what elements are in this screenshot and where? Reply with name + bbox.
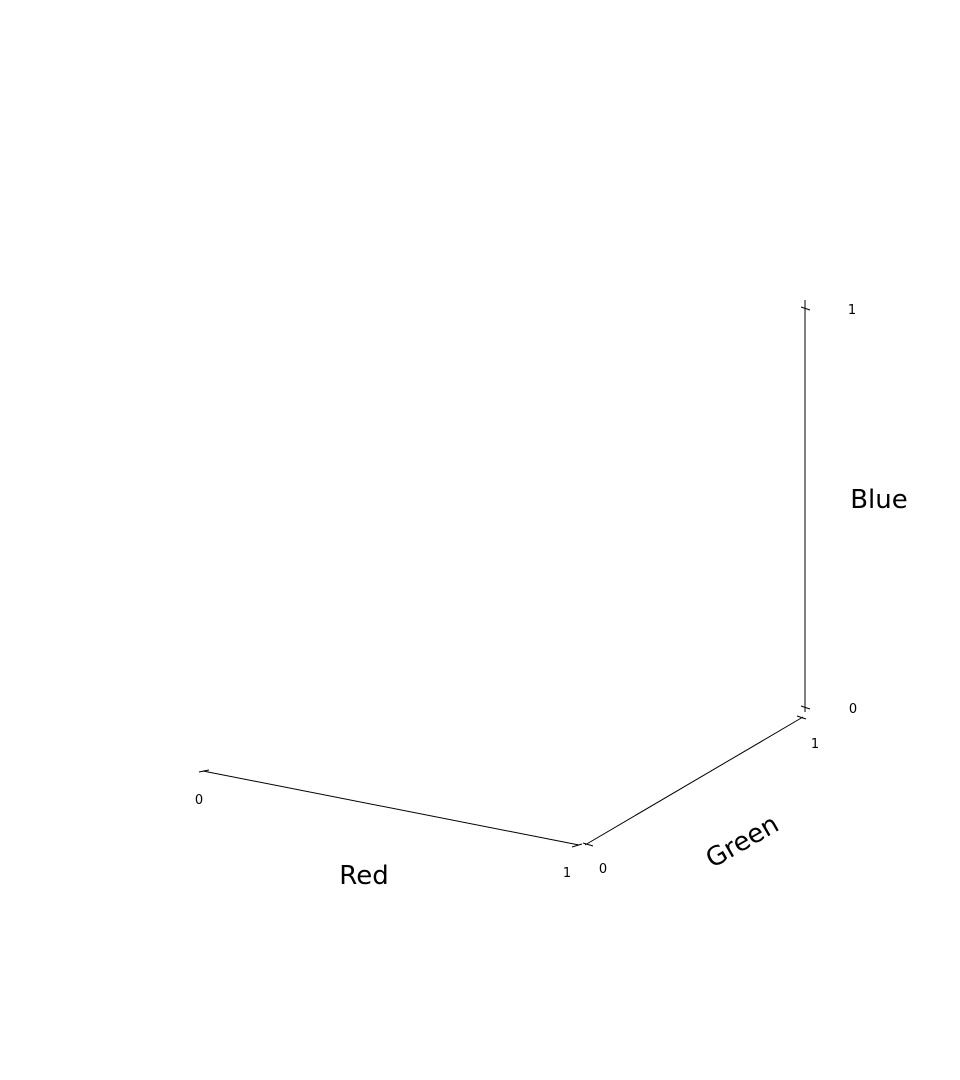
red-axis-line xyxy=(202,770,580,846)
blue-axis-tick-0 xyxy=(800,705,811,710)
green-axis-tick-label-0: 0 xyxy=(599,862,607,877)
blue-axis-tick-label-1: 1 xyxy=(848,303,856,318)
red-axis-tick-label-1: 1 xyxy=(563,866,571,881)
red-axis-tick-label-0: 0 xyxy=(195,793,203,808)
red-axis-tick-0 xyxy=(198,769,210,773)
red-axis-tick-1 xyxy=(571,843,583,848)
green-axis-title: Green xyxy=(701,809,784,874)
green-axis-tick-0 xyxy=(582,842,594,847)
green-axis-tick-label-1: 1 xyxy=(811,737,819,752)
green-axis: 0 1 Green xyxy=(582,715,819,877)
blue-axis-title: Blue xyxy=(850,485,908,515)
blue-axis: 1 0 Blue xyxy=(800,300,908,717)
blue-axis-tick-1 xyxy=(800,306,811,311)
red-axis: 0 1 Red xyxy=(195,769,583,891)
green-axis-tick-1 xyxy=(796,715,807,720)
green-axis-line xyxy=(584,716,804,846)
blue-axis-tick-label-0: 0 xyxy=(849,702,857,717)
red-axis-title: Red xyxy=(339,861,388,891)
